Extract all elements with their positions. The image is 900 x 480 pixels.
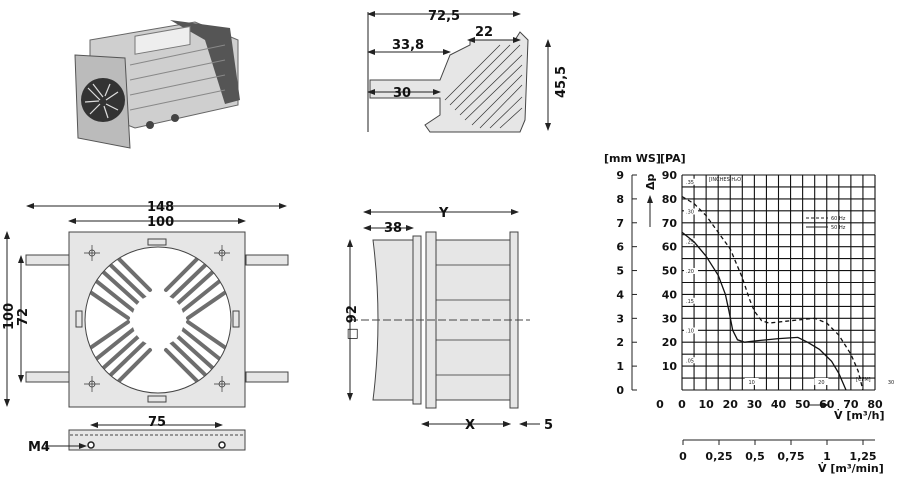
inch-tick-label: .05 [686, 358, 694, 364]
dim-plate-width: 100 [147, 215, 174, 230]
y-tick-label-mmws: 1 [616, 360, 624, 373]
x-tick-label: 70 [843, 398, 859, 411]
cfm-tick-label: 30 [888, 380, 894, 386]
inch-tick-label: .35 [686, 180, 694, 186]
x-axis-label: V̇ [m³/h] [834, 409, 885, 422]
cfm-tick-label: 10 [748, 380, 754, 386]
dim-height: 45,5 [554, 66, 569, 98]
cfm-tick-bg [884, 378, 899, 385]
heatsink-profile: 72,5 22 33,8 30 45,5 [367, 9, 569, 133]
y-tick-label-mmws: 3 [616, 312, 624, 325]
y-tick-label-mmws: 7 [616, 217, 624, 230]
x-tick-label: 10 [698, 398, 714, 411]
y-tick-label-pa: 40 [662, 288, 678, 301]
m3min-tick-label: 0,5 [745, 450, 765, 463]
m3min-tick-label: 0,25 [705, 450, 732, 463]
y-axis-label-pa: [PA] [660, 152, 686, 165]
y-tick-label-pa: 90 [662, 169, 678, 182]
dim-heatsink-length: X [465, 418, 475, 433]
y-tick-label-pa: 0 [656, 398, 664, 411]
y-tick-label-mmws: 2 [616, 336, 624, 349]
inches-label: [INCHES H₂O] [709, 177, 743, 183]
inch-tick-bg [684, 238, 698, 245]
inch-tick-label: .25 [686, 239, 694, 245]
m3min-tick-label: 0 [679, 450, 687, 463]
legend-60hz: 60 Hz [831, 216, 846, 222]
y-tick-label-pa: 30 [662, 312, 678, 325]
dim-end-plate: 5 [544, 418, 553, 433]
y-tick-label-mmws: 9 [616, 169, 624, 182]
fan-curve-chart: [mm WS] [PA] Δp [INCHES H₂O] [CFM] V̇ [m… [604, 152, 899, 475]
thread-label: M4 [28, 440, 50, 455]
dim-fan-depth: 38 [384, 221, 402, 236]
y-tick-label-pa: 10 [662, 360, 678, 373]
x-tick-label: 0 [678, 398, 686, 411]
y-tick-label-mmws: 8 [616, 193, 624, 206]
y-tick-label-mmws: 5 [616, 265, 624, 278]
dim-offset: 33,8 [392, 38, 424, 53]
side-view: Y 38 □ 92 X 5 [345, 206, 553, 433]
curve-50hz [681, 231, 847, 391]
m3min-tick-label: 1 [823, 450, 831, 463]
dim-total-length: Y [438, 206, 449, 221]
y-tick-label-mmws: 6 [616, 241, 624, 254]
x-tick-label: 20 [723, 398, 739, 411]
inch-tick-label: .30 [686, 210, 694, 216]
inch-tick-bg [684, 327, 698, 334]
x-tick-label: 60 [819, 398, 835, 411]
x-tick-label: 30 [747, 398, 763, 411]
cfm-label: [CFM] [856, 377, 871, 383]
y-axis-symbol: Δp [644, 173, 657, 190]
dim-rod-spacing: 72 [16, 308, 31, 326]
x-tick-label: 80 [867, 398, 883, 411]
dim-total-width: 148 [147, 200, 174, 215]
inch-tick-bg [684, 178, 698, 185]
dim-base: 30 [393, 86, 411, 101]
y-axis-label-mmws: [mm WS] [604, 152, 661, 165]
cfm-tick-label: 20 [818, 380, 824, 386]
y-tick-label-mmws: 4 [616, 288, 624, 301]
y-tick-label-pa: 80 [662, 193, 678, 206]
dim-hole-spacing: 75 [148, 415, 166, 430]
cfm-tick-bg [814, 378, 829, 385]
y-tick-label-pa: 20 [662, 336, 678, 349]
y-tick-label-pa: 60 [662, 241, 678, 254]
legend-50hz: 50 Hz [831, 225, 846, 231]
m3min-tick-label: 0,75 [777, 450, 804, 463]
m3min-tick-label: 1,25 [849, 450, 876, 463]
inch-tick-bg [684, 357, 698, 364]
y-tick-label-mmws: 0 [616, 384, 624, 397]
chart-grid [681, 174, 876, 391]
inch-tick-bg [684, 208, 698, 215]
product-render [74, 20, 240, 149]
inch-tick-label: .10 [686, 329, 694, 335]
inch-tick-bg [684, 268, 698, 275]
curve-60hz [681, 195, 864, 391]
dim-fan-square: □ 92 [345, 305, 360, 340]
dim-fin: 22 [475, 25, 493, 40]
inch-tick-label: .20 [686, 269, 694, 275]
y-tick-label-pa: 50 [662, 265, 678, 278]
front-view: 148 100 100 72 75 M4 [2, 200, 289, 455]
inch-tick-label: .15 [686, 299, 694, 305]
x-axis-label-secondary: V̇ [m³/min] [818, 462, 884, 475]
legend: 60 Hz 50 Hz [806, 216, 846, 231]
x-tick-label: 50 [795, 398, 811, 411]
dim-plate-height: 100 [2, 303, 17, 330]
inch-tick-bg [684, 297, 698, 304]
x-tick-label: 40 [771, 398, 787, 411]
y-tick-label-pa: 70 [662, 217, 678, 230]
dim-width: 72,5 [428, 9, 460, 24]
cfm-tick-bg [744, 378, 759, 385]
